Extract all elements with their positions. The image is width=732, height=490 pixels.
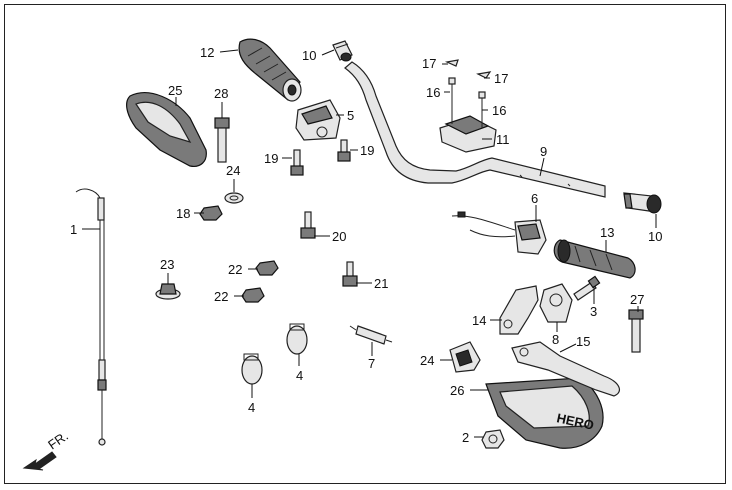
callout-22-top: 22 bbox=[228, 262, 242, 277]
callout-21: 21 bbox=[374, 276, 388, 291]
callouts: 1 2 3 4 4 5 6 7 8 9 10 10 11 12 13 14 15… bbox=[70, 45, 662, 445]
callout-17-right: 17 bbox=[494, 71, 508, 86]
clutch-lever bbox=[511, 341, 621, 397]
callout-20: 20 bbox=[332, 229, 346, 244]
callout-25: 25 bbox=[168, 83, 182, 98]
screw-21 bbox=[342, 261, 358, 287]
front-direction-label: FR. bbox=[45, 428, 71, 452]
guard-bolt-28 bbox=[214, 117, 230, 163]
stop-switch-7 bbox=[349, 325, 393, 345]
callout-24-left: 24 bbox=[226, 163, 240, 178]
nut-22-bottom bbox=[241, 287, 265, 303]
guard-bracket-24 bbox=[449, 341, 481, 373]
callout-5: 5 bbox=[347, 108, 354, 123]
callout-10-left: 10 bbox=[302, 48, 316, 63]
left-switch-assembly bbox=[295, 99, 341, 141]
nut-22-top bbox=[255, 260, 279, 276]
callout-4-left: 4 bbox=[248, 400, 255, 415]
callout-19-left: 19 bbox=[264, 151, 278, 166]
callout-17-left: 17 bbox=[422, 56, 436, 71]
callout-6: 6 bbox=[531, 191, 538, 206]
callout-13: 13 bbox=[600, 225, 614, 240]
callout-4-right: 4 bbox=[296, 368, 303, 383]
callout-24-right: 24 bbox=[420, 353, 434, 368]
handlebar-clamp bbox=[439, 59, 497, 153]
lever-bracket bbox=[499, 285, 539, 335]
callout-19-right: 19 bbox=[360, 143, 374, 158]
clamp-bolt-3 bbox=[573, 275, 601, 301]
callout-12: 12 bbox=[200, 45, 214, 60]
callout-1: 1 bbox=[70, 222, 77, 237]
flange-nut-23 bbox=[155, 283, 181, 300]
bar-end-right bbox=[623, 192, 662, 214]
callout-16-left: 16 bbox=[426, 85, 440, 100]
diagram-frame bbox=[4, 4, 726, 484]
front-arrow-icon bbox=[22, 451, 57, 471]
callout-28: 28 bbox=[214, 86, 228, 101]
nut-2 bbox=[481, 429, 505, 449]
hand-guard-left bbox=[126, 92, 207, 167]
leader-lines bbox=[82, 49, 657, 438]
callout-10-right: 10 bbox=[648, 229, 662, 244]
callout-27: 27 bbox=[630, 292, 644, 307]
callout-2: 2 bbox=[462, 430, 469, 445]
bar-end-left bbox=[332, 40, 353, 62]
callout-11: 11 bbox=[496, 132, 510, 147]
right-switch-assembly bbox=[451, 211, 547, 255]
callout-14: 14 bbox=[472, 313, 486, 328]
throttle-cable bbox=[75, 188, 107, 446]
screw-19-right bbox=[337, 139, 351, 162]
callout-16-right: 16 bbox=[492, 103, 506, 118]
nut-18 bbox=[199, 205, 223, 221]
callout-7: 7 bbox=[368, 356, 375, 371]
washer-24 bbox=[224, 192, 244, 204]
hose-clamp-4-right bbox=[286, 323, 308, 355]
callout-8: 8 bbox=[552, 332, 559, 347]
callout-18: 18 bbox=[176, 206, 190, 221]
callout-3: 3 bbox=[590, 304, 597, 319]
hose-clamp-4-left bbox=[241, 353, 263, 385]
hand-guard-right: HERO bbox=[485, 377, 604, 449]
callout-15: 15 bbox=[576, 334, 590, 349]
callout-9: 9 bbox=[540, 144, 547, 159]
screw-19-left bbox=[290, 149, 304, 176]
callout-22-bottom: 22 bbox=[214, 289, 228, 304]
left-grip bbox=[238, 38, 302, 102]
guard-bolt-27 bbox=[628, 309, 644, 353]
screw-20 bbox=[300, 211, 316, 239]
callout-26: 26 bbox=[450, 383, 464, 398]
bracket-clamp bbox=[539, 283, 573, 323]
handlebar bbox=[344, 61, 606, 198]
callout-23: 23 bbox=[160, 257, 174, 272]
right-grip bbox=[553, 239, 636, 279]
